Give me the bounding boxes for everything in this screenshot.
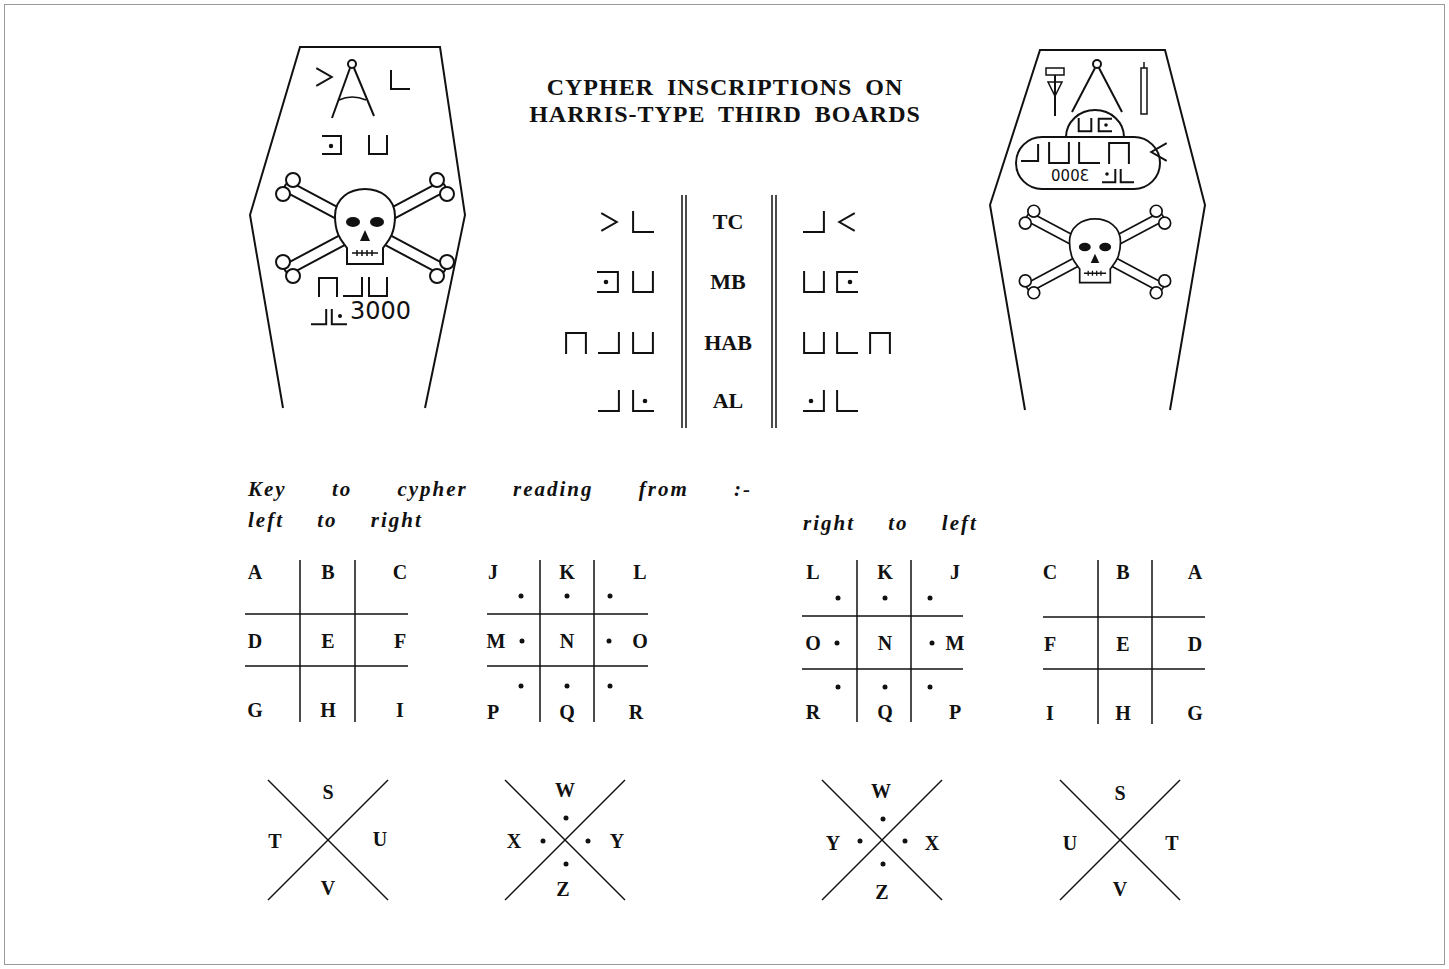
coffin-outline: 3000 (250, 47, 466, 409)
cipher-letter: A (248, 562, 262, 582)
cipher-letter: M (487, 631, 506, 651)
cipher-letter: Y (610, 831, 624, 851)
cipher-letter: X (507, 831, 521, 851)
cipher-letter: X (925, 833, 939, 853)
inscription-number: 3000 (1051, 169, 1089, 184)
cipher-letter: E (321, 631, 334, 651)
inscription-number: 3000 (350, 299, 411, 323)
cipher-letter: O (632, 631, 648, 651)
cipher-letter: F (394, 631, 406, 651)
cipher-letter: D (1188, 634, 1202, 654)
cipher-letter: M (946, 633, 965, 653)
cipher-letter: E (1116, 634, 1129, 654)
cipher-letter: W (555, 780, 575, 800)
cipher-letter: W (871, 781, 891, 801)
cipher-letter: N (560, 631, 574, 651)
cipher-letter: S (322, 782, 333, 802)
cipher-letter: S (1114, 783, 1125, 803)
cipher-letter: R (629, 702, 643, 722)
cipher-letter: G (1187, 703, 1203, 723)
cipher-letter: I (396, 700, 404, 720)
cipher-letter: H (1115, 703, 1131, 723)
cipher-letter: T (268, 831, 281, 851)
cipher-letter: K (559, 562, 575, 582)
cipher-letter: N (878, 633, 892, 653)
cipher-letter: U (373, 829, 387, 849)
key-direction: right to left (803, 513, 978, 534)
cipher-letter: T (1165, 833, 1178, 853)
cipher-letter: K (877, 562, 893, 582)
cipher-letter: D (248, 631, 262, 651)
cipher-letter: C (1043, 562, 1057, 582)
decoded-initials: TC (713, 211, 744, 233)
cipher-letter: V (1113, 879, 1127, 899)
cipher-letter: A (1188, 562, 1202, 582)
cipher-letter: Z (875, 882, 888, 902)
oval-band: 3000 (1015, 136, 1161, 190)
cipher-letter: C (393, 562, 407, 582)
decoded-initials: AL (713, 390, 744, 412)
key-direction: left to right (248, 510, 423, 531)
cipher-letter: Y (826, 833, 840, 853)
title-text: CYPHER INSCRIPTIONS ON HARRIS-TYPE THIRD… (505, 74, 945, 128)
decoded-initials: HAB (704, 332, 752, 354)
cipher-letter: U (1063, 833, 1077, 853)
cipher-letter: P (949, 702, 961, 722)
cipher-letter: F (1044, 634, 1056, 654)
cipher-letter: J (488, 562, 498, 582)
cipher-letter: R (806, 702, 820, 722)
cipher-letter: G (247, 700, 263, 720)
key-heading: Key to cypher reading from :- (248, 479, 752, 500)
coffin-shape (250, 47, 466, 409)
cipher-letter: Q (559, 702, 575, 722)
cipher-letter: Q (877, 702, 893, 722)
cipher-letter: Z (556, 879, 569, 899)
cipher-letter: L (633, 562, 646, 582)
cipher-letter: P (487, 702, 499, 722)
cipher-letter: V (321, 878, 335, 898)
cipher-letter: O (805, 633, 821, 653)
cipher-letter: L (806, 562, 819, 582)
cipher-letter: J (950, 562, 960, 582)
cipher-letter: H (320, 700, 336, 720)
cipher-letter: B (321, 562, 334, 582)
cipher-letter: B (1116, 562, 1129, 582)
cipher-letter: I (1046, 703, 1054, 723)
decoded-initials: MB (710, 271, 745, 293)
